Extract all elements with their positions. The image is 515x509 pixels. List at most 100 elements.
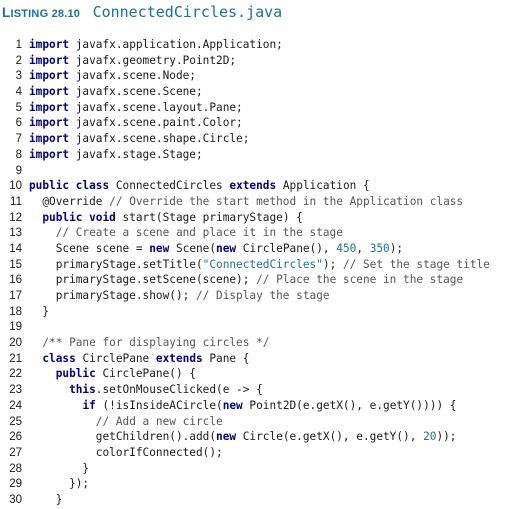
code-token bbox=[29, 399, 82, 412]
line-number: 21 bbox=[9, 352, 22, 365]
line-number: 15 bbox=[9, 258, 22, 271]
line-number: 4 bbox=[15, 86, 22, 99]
code-token: .setOnMouseClicked(e -> { bbox=[95, 383, 263, 397]
line-number: 24 bbox=[9, 399, 22, 412]
keyword: import bbox=[29, 85, 70, 99]
code-token bbox=[29, 226, 56, 239]
keyword: import bbox=[29, 132, 70, 146]
listing-label-rest: ISTING 28.10 bbox=[10, 8, 81, 20]
line-number: 7 bbox=[15, 133, 22, 146]
code-text: }); bbox=[29, 476, 89, 492]
code-line: 24 if (!isInsideACircle(new Point2D(e.ge… bbox=[0, 398, 515, 414]
code-line: 17 primaryStage.show(); // Display the s… bbox=[0, 288, 515, 304]
line-number: 16 bbox=[9, 274, 22, 287]
code-token: (!isInsideACircle( bbox=[95, 398, 223, 412]
code-text: import javafx.scene.layout.Pane; bbox=[29, 100, 243, 116]
keyword: public bbox=[55, 367, 96, 381]
line-number: 22 bbox=[9, 368, 22, 381]
code-token: } bbox=[29, 492, 63, 506]
code-token: }); bbox=[29, 477, 90, 491]
code-token: javafx.scene.paint.Color; bbox=[69, 116, 243, 130]
code-token: javafx.scene.layout.Pane; bbox=[69, 100, 243, 114]
line-number: 23 bbox=[9, 384, 22, 397]
code-line: 6 import javafx.scene.paint.Color; bbox=[0, 115, 515, 131]
string-literal: "ConnectedCircles" bbox=[202, 257, 323, 271]
code-text: colorIfConnected(); bbox=[29, 445, 223, 461]
line-number: 5 bbox=[15, 101, 22, 114]
code-token: , bbox=[356, 241, 370, 255]
keyword: new bbox=[216, 241, 237, 255]
code-line: 15 primaryStage.setTitle("ConnectedCircl… bbox=[0, 257, 515, 273]
code-token: } bbox=[29, 304, 50, 318]
keyword: public void bbox=[42, 210, 116, 224]
code-text: getChildren().add(new Circle(e.getX(), e… bbox=[29, 429, 457, 445]
code-token: Scene( bbox=[169, 241, 217, 255]
comment: // Display the stage bbox=[195, 289, 330, 302]
code-token: )); bbox=[436, 430, 457, 444]
code-text: /** Pane for displaying circles */ bbox=[29, 335, 269, 351]
keyword: new bbox=[216, 430, 237, 444]
code-token: ConnectedCircles bbox=[109, 179, 230, 193]
code-text: class CirclePane extends Pane { bbox=[29, 351, 249, 367]
line-number: 30 bbox=[9, 493, 22, 506]
code-token: javafx.scene.shape.Circle; bbox=[69, 132, 250, 146]
code-text: // Add a new circle bbox=[29, 414, 223, 430]
code-token bbox=[29, 415, 96, 428]
line-number: 27 bbox=[9, 446, 22, 459]
keyword: new bbox=[222, 398, 243, 412]
code-token: Pane { bbox=[202, 351, 250, 365]
code-line: 22 public CirclePane() { bbox=[0, 366, 515, 382]
code-text: import javafx.scene.shape.Circle; bbox=[29, 131, 249, 147]
code-token bbox=[29, 352, 42, 365]
comment: // Override the start method in the Appl… bbox=[109, 194, 464, 208]
comment: // Set the stage title bbox=[342, 257, 490, 271]
code-token: CirclePane bbox=[75, 351, 156, 365]
code-token: } bbox=[29, 461, 90, 475]
code-text: Scene scene = new Scene(new CirclePane()… bbox=[29, 241, 403, 257]
code-token: ); bbox=[389, 241, 404, 255]
keyword: import bbox=[29, 116, 70, 130]
code-line: 18 } bbox=[0, 304, 515, 320]
listing-label-initial: L bbox=[2, 5, 11, 20]
line-number: 6 bbox=[15, 117, 22, 130]
code-text: // Create a scene and place it in the st… bbox=[29, 225, 343, 241]
comment: // Create a scene and place it in the st… bbox=[55, 226, 343, 240]
code-line: 29 }); bbox=[0, 476, 515, 492]
comment: // Place the scene in the stage bbox=[256, 273, 464, 287]
code-token: primaryStage.setTitle( bbox=[29, 257, 203, 271]
code-token: colorIfConnected(); bbox=[29, 445, 223, 459]
code-token: CirclePane(), bbox=[236, 241, 337, 255]
code-token: primaryStage.setScene(scene); bbox=[29, 273, 257, 287]
code-line: 19 bbox=[0, 319, 515, 335]
code-text: } bbox=[29, 304, 49, 320]
line-number: 8 bbox=[15, 148, 22, 161]
code-token: ); bbox=[322, 257, 343, 271]
code-text: import javafx.scene.Node; bbox=[29, 68, 196, 84]
line-number: 2 bbox=[15, 54, 22, 67]
keyword: import bbox=[29, 100, 70, 114]
code-token: javafx.geometry.Point2D; bbox=[69, 53, 237, 67]
keyword: new bbox=[149, 241, 170, 255]
number-literal: 450 bbox=[336, 241, 357, 255]
listing-label: LISTING 28.10 bbox=[2, 5, 80, 20]
code-token: Scene scene = bbox=[29, 241, 150, 255]
line-number: 28 bbox=[9, 462, 22, 475]
code-text: this.setOnMouseClicked(e -> { bbox=[29, 382, 263, 398]
code-text: import javafx.scene.paint.Color; bbox=[29, 115, 243, 131]
code-token bbox=[29, 211, 42, 224]
code-line: 25 // Add a new circle bbox=[0, 414, 515, 430]
code-line: 21 class CirclePane extends Pane { bbox=[0, 351, 515, 367]
code-token bbox=[29, 367, 56, 380]
line-number: 3 bbox=[15, 70, 22, 83]
code-text: primaryStage.setScene(scene); // Place t… bbox=[29, 272, 463, 288]
code-text: public CirclePane() { bbox=[29, 366, 196, 382]
line-number: 26 bbox=[9, 431, 22, 444]
code-token: javafx.scene.Node; bbox=[69, 69, 196, 83]
code-line: 28 } bbox=[0, 461, 515, 477]
